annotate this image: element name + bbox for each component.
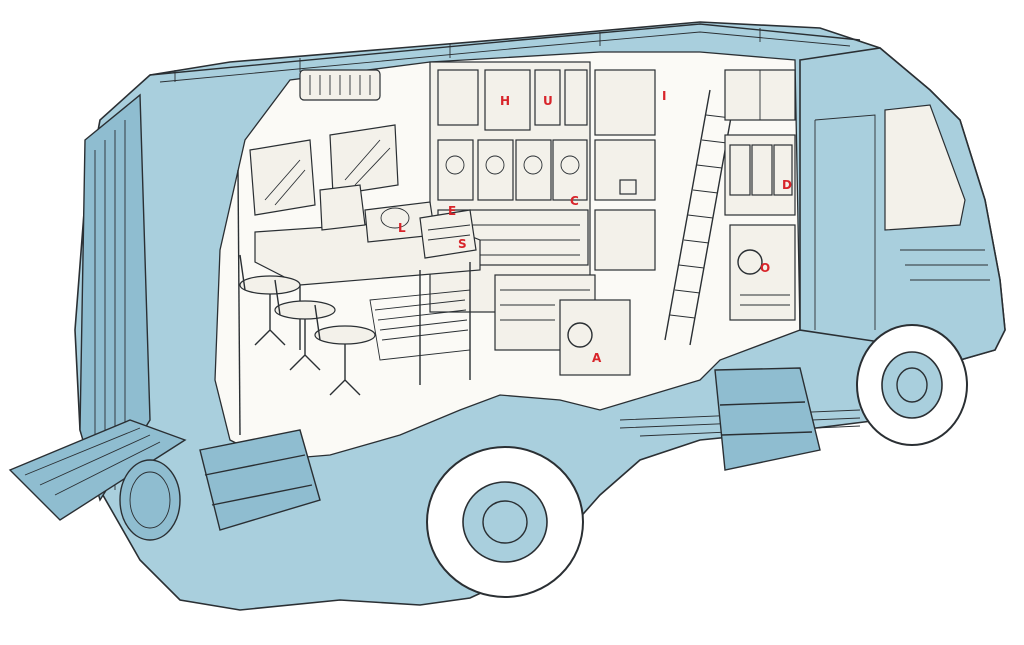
cable-reel [119, 459, 181, 541]
monitor-screen [484, 69, 531, 131]
callout-e: E [448, 204, 456, 218]
callout-o: O [760, 261, 770, 275]
van-cab [799, 47, 1006, 361]
callout-h: H [500, 94, 510, 108]
callout-labels: H U I E C L S D O A [398, 89, 792, 365]
rear-wheel [426, 446, 584, 598]
rear-window [329, 124, 399, 196]
callout-u: U [543, 94, 553, 108]
side-step [714, 367, 821, 471]
generator-unit [494, 274, 631, 376]
callout-d: D [782, 178, 792, 192]
rear-ramp [8, 419, 187, 521]
callout-i: I [662, 89, 666, 103]
rear-steps [199, 429, 321, 531]
callout-a: A [592, 351, 602, 365]
cab-window [884, 104, 966, 231]
callout-l: L [398, 221, 406, 235]
stools [239, 254, 376, 396]
rear-window [249, 139, 316, 216]
front-wheel [856, 324, 968, 446]
callout-s: S [458, 237, 467, 251]
callout-c: C [570, 194, 579, 208]
interior-cutaway [214, 51, 801, 461]
power-unit [729, 224, 796, 321]
